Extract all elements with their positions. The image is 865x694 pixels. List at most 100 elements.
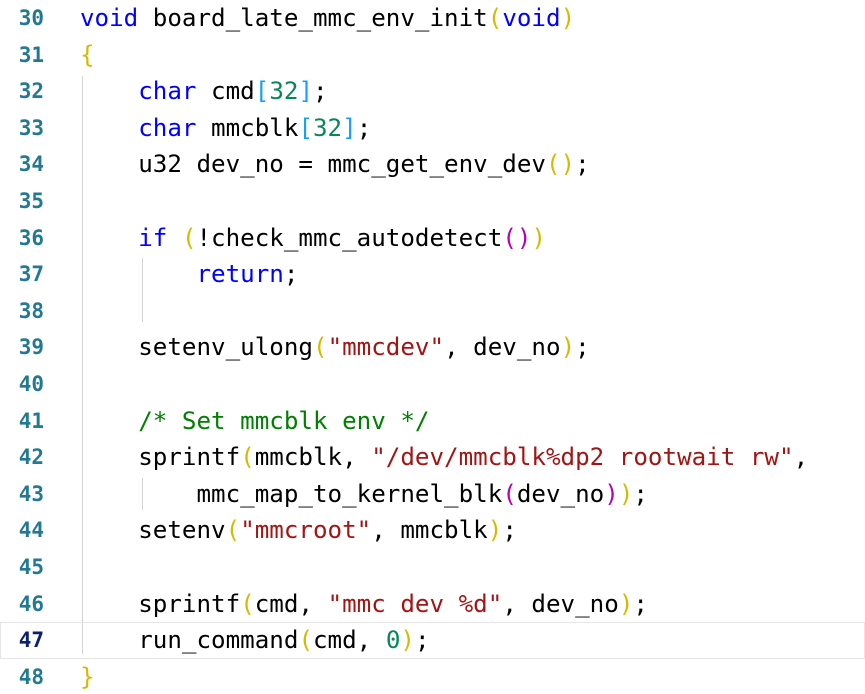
code-token: ( (181, 223, 197, 252)
code-token: setenv_ulong (80, 333, 313, 362)
code-token: cmd, (254, 589, 328, 618)
code-token (80, 224, 138, 252)
code-token: return (196, 260, 284, 289)
code-token: char (138, 77, 197, 106)
code-token: ) (531, 223, 546, 252)
code-token: ; (502, 516, 517, 545)
line-number: 32 (18, 79, 44, 104)
code-token: ; (575, 333, 590, 362)
code-token: mmcblk (196, 113, 299, 142)
code-line[interactable]: 37 return; (0, 256, 865, 293)
code-token: ; (313, 77, 328, 106)
code-token: !check_mmc_autodetect (196, 223, 503, 252)
code-line[interactable]: 42 sprintf(mmcblk, "/dev/mmcblk%dp2 root… (0, 439, 865, 476)
code-token: board_late_mmc_env_init (138, 4, 488, 32)
code-line[interactable]: 48} (0, 659, 865, 694)
code-token: ; (575, 150, 590, 179)
line-code: u32 dev_no = mmc_get_env_dev(); (80, 146, 590, 183)
code-token: ) (487, 516, 503, 545)
line-number: 37 (18, 262, 44, 287)
code-token: "mmcdev" (327, 333, 445, 362)
code-line[interactable]: 35 (0, 183, 865, 220)
code-token (80, 260, 197, 288)
line-code: if (!check_mmc_autodetect()) (80, 220, 546, 257)
line-number: 36 (18, 225, 44, 250)
line-code: setenv("mmcroot", mmcblk); (80, 512, 517, 549)
code-line[interactable]: 44 setenv("mmcroot", mmcblk); (0, 512, 865, 549)
line-code: char cmd[32]; (80, 73, 328, 110)
line-number: 40 (18, 372, 44, 396)
code-line[interactable]: 43 mmc_map_to_kernel_blk(dev_no)); (0, 476, 865, 513)
line-number: 30 (18, 6, 44, 30)
code-token: "mmcroot" (240, 516, 372, 545)
line-number: 47 (18, 628, 44, 653)
code-line[interactable]: 33 char mmcblk[32]; (0, 110, 865, 147)
line-code: void board_late_mmc_env_init(void) (80, 0, 575, 37)
code-token: ; (633, 479, 648, 508)
line-code: sprintf(cmd, "mmc dev %d", dev_no); (80, 586, 648, 623)
code-token: void (80, 4, 139, 32)
code-token: ; (283, 260, 299, 289)
code-line[interactable]: 34 u32 dev_no = mmc_get_env_dev(); (0, 146, 865, 183)
line-code: run_command(cmd, 0); (80, 622, 430, 659)
code-token (80, 407, 138, 435)
code-token: ( (240, 443, 255, 472)
code-line[interactable]: 36 if (!check_mmc_autodetect()) (0, 220, 865, 257)
code-token: ] (342, 113, 357, 142)
code-token: ; (414, 626, 430, 655)
code-token: char (138, 113, 197, 142)
code-line[interactable]: 47 run_command(cmd, 0); (0, 622, 865, 659)
code-token: dev_no (516, 479, 605, 508)
line-number: 33 (18, 115, 44, 140)
code-token: ( (487, 4, 503, 32)
code-token: ) (560, 4, 576, 32)
code-line[interactable]: 31{ (0, 37, 865, 74)
line-number: 45 (18, 555, 44, 579)
line-code: mmc_map_to_kernel_blk(dev_no)); (80, 476, 648, 513)
code-token: ( (313, 333, 328, 362)
line-number: 42 (18, 445, 44, 470)
line-number: 38 (18, 298, 44, 323)
code-token: ( (502, 479, 517, 508)
code-line[interactable]: 32 char cmd[32]; (0, 73, 865, 110)
line-code: { (80, 37, 95, 74)
code-token: 0 (385, 626, 401, 655)
indent-guide (142, 258, 143, 322)
code-token: , dev_no (502, 589, 619, 618)
code-line[interactable]: 38 (0, 293, 865, 330)
code-line[interactable]: 45 (0, 549, 865, 586)
code-token (80, 114, 138, 142)
code-token: if (138, 223, 168, 252)
code-token: ; (633, 589, 648, 618)
line-code: /* Set mmcblk env */ (80, 403, 430, 440)
code-token: sprintf (80, 589, 241, 618)
code-token: 32 (313, 113, 343, 142)
code-token: /* Set mmcblk env */ (138, 406, 430, 435)
line-number: 39 (18, 335, 44, 360)
code-token: ; (356, 113, 372, 142)
code-token: mmcblk, (254, 443, 372, 472)
code-line[interactable]: 46 sprintf(cmd, "mmc dev %d", dev_no); (0, 586, 865, 623)
code-token: } (80, 662, 95, 691)
code-line[interactable]: 40 (0, 366, 865, 403)
code-token: ( (225, 516, 241, 545)
code-line[interactable]: 41 /* Set mmcblk env */ (0, 403, 865, 440)
code-token: run_command (80, 626, 299, 655)
indent-guide (82, 76, 83, 654)
line-number: 35 (18, 189, 44, 213)
code-token: void (502, 4, 561, 32)
code-token: [ (254, 77, 270, 106)
code-token: ) (618, 589, 634, 618)
code-token: mmc_map_to_kernel_blk (80, 479, 503, 508)
line-number: 46 (18, 591, 44, 616)
code-token (80, 77, 138, 105)
code-token: ) (604, 479, 619, 508)
code-line[interactable]: 39 setenv_ulong("mmcdev", dev_no); (0, 329, 865, 366)
line-number: 43 (18, 481, 44, 506)
code-token: () (502, 223, 532, 252)
line-number: 44 (18, 518, 44, 543)
line-number: 34 (18, 152, 44, 177)
code-token: ] (298, 77, 313, 106)
